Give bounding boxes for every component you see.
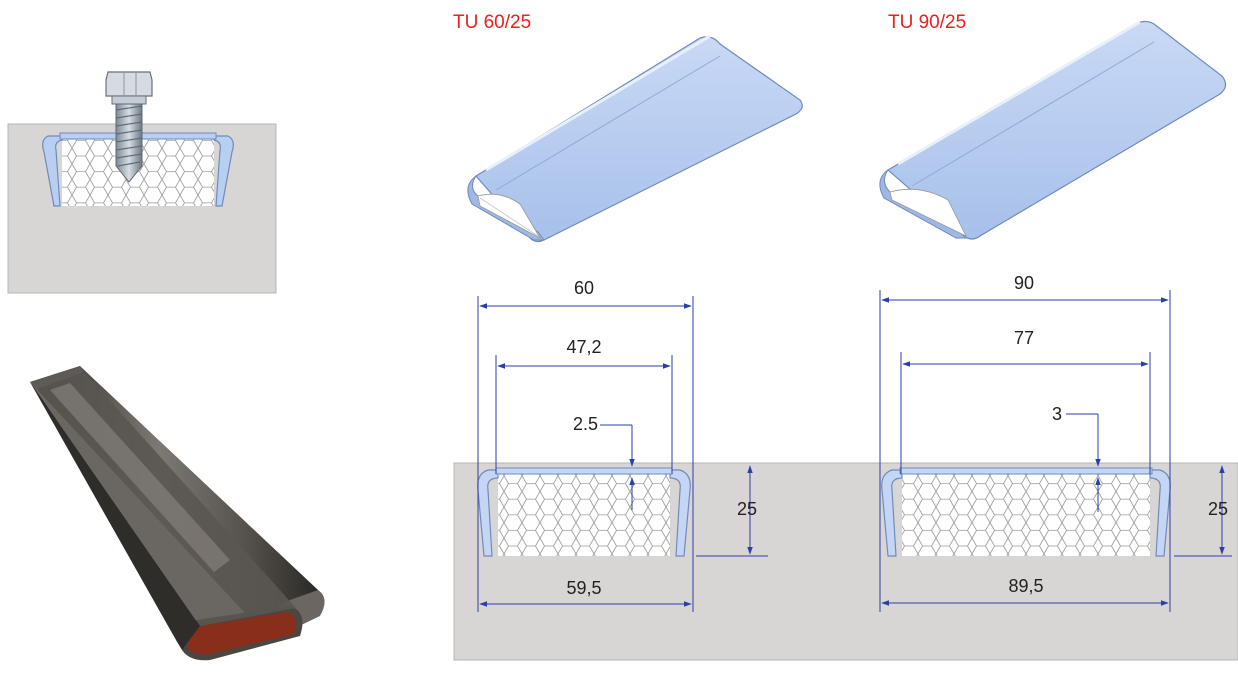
profile-60-height: 25 [737,499,757,519]
steel-profile-photo [30,366,325,661]
profile-60-3d-render [467,34,803,243]
bolt-mounting-illustration [7,71,277,294]
profile-90-cross-section [881,467,1171,557]
profile-60-thickness: 2.5 [573,414,598,434]
profile-90-outer-width: 90 [1014,273,1034,293]
profile-60-inner-width: 47,2 [566,337,601,357]
profile-60-cross-section [477,467,691,557]
profile-60-outer-width: 60 [574,278,594,298]
profile-90-3d-render [879,20,1227,240]
profile-60-base-width: 59,5 [566,578,601,598]
profile-60-dimension-lines [477,296,768,612]
profile-60-title: TU 60/25 [453,12,532,33]
profile-90-inner-width: 77 [1014,328,1034,348]
profile-90-thickness: 3 [1052,404,1062,424]
profile-90-height: 25 [1208,499,1228,519]
profile-90-title: TU 90/25 [888,12,967,33]
profile-90-base-width: 89,5 [1008,576,1043,596]
profile-90-dimension-lines [879,290,1232,612]
